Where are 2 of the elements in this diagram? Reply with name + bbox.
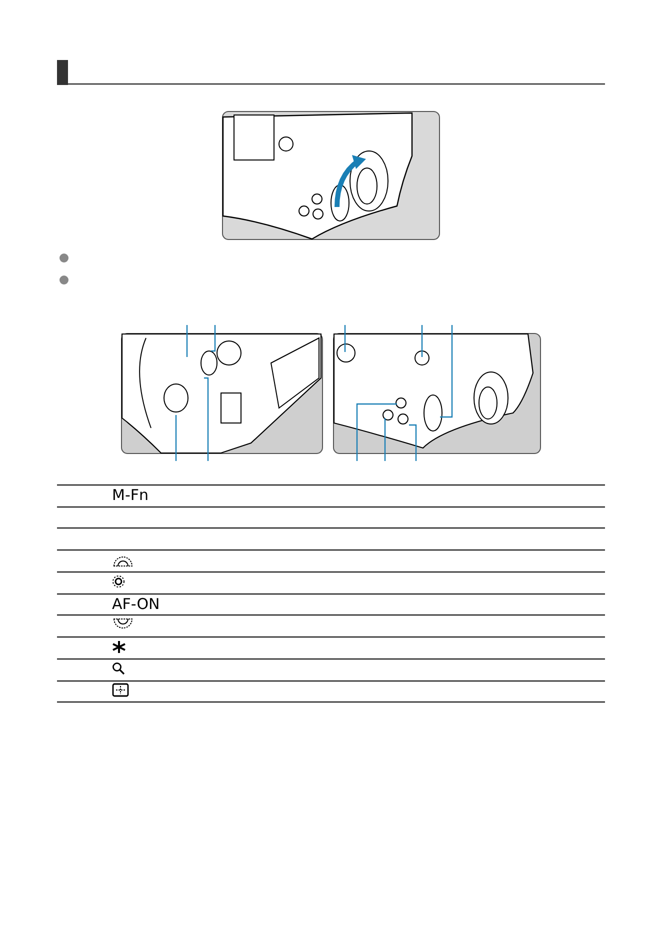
button-label: M-Fn: [112, 486, 148, 504]
button-label: AF-ON: [112, 595, 160, 613]
